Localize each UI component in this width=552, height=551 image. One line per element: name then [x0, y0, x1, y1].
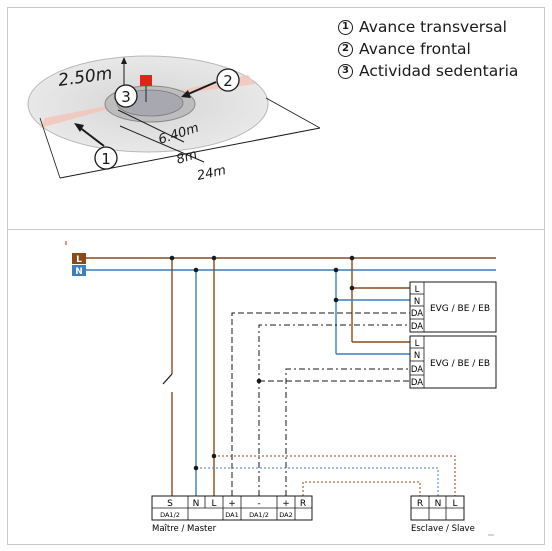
ballast-terminal-N: N: [414, 351, 420, 361]
dim-tick: [39, 117, 61, 179]
junction-dot: [256, 378, 262, 384]
legend-label: Avance frontal: [359, 40, 471, 58]
legend-item: 2 Avance frontal: [338, 38, 518, 60]
junction-dot: [193, 267, 199, 273]
dim-label-8m: 8m: [175, 147, 200, 168]
terminal-minus: -: [257, 499, 260, 509]
terminal-N: N: [435, 499, 442, 509]
junction-dot: [211, 453, 217, 459]
figure-frame: [7, 7, 545, 545]
slave-link-R: [302, 481, 421, 496]
bus-label-N-box: [72, 265, 86, 276]
terminal-L: L: [452, 499, 457, 509]
legend-item: 1 Avance transversal: [338, 16, 518, 38]
terminal-N: N: [193, 499, 200, 509]
terminal-R: R: [300, 499, 306, 509]
marker-2: [216, 68, 240, 92]
ballast-terminal-DA: DA: [411, 309, 423, 319]
legend-number: 2: [338, 41, 353, 57]
arrow-head-icon: [181, 90, 191, 98]
terminal-bottom-label: DA1: [225, 511, 238, 519]
detection-range-illustration: 2.50m 6.40m 8m 24m 1 2 3: [27, 55, 321, 184]
arrow-head-icon: [121, 57, 127, 64]
legend-number: 1: [338, 19, 353, 35]
terminal-plus: +: [228, 499, 236, 509]
ballast-terminal-DA: DA: [411, 378, 423, 388]
terminal-bottom-label: DA1/2: [249, 511, 269, 519]
junction-dot: [349, 255, 355, 261]
marker-1-label: 1: [101, 150, 111, 168]
bus-label-L: L: [76, 255, 82, 265]
bus-label-N: N: [75, 267, 83, 277]
marker-3: [114, 84, 138, 108]
junction-dot: [193, 465, 199, 471]
sensor-icon: [140, 75, 152, 86]
ballast-terminal-DA: DA: [411, 365, 423, 375]
switch-blade: [162, 373, 173, 385]
ballast-terminal-DA: DA: [411, 322, 423, 332]
ballast-terminal-L: L: [415, 285, 420, 295]
wire-da1: [231, 312, 410, 496]
slave-label: Esclave / Slave: [411, 524, 475, 534]
ballast-label: EVG / BE / EB: [430, 304, 490, 314]
master-label: Maître / Master: [152, 524, 217, 534]
marker-arrow-2: [185, 81, 217, 96]
legend: 1 Avance transversal 2 Avance frontal 3 Act…: [338, 16, 518, 82]
terminal-R: R: [417, 499, 423, 509]
legend-label: Actividad sedentaria: [359, 62, 519, 80]
slave-link-N: [196, 467, 439, 496]
slave-link-L: [214, 455, 456, 496]
dim-tick: [265, 97, 321, 129]
dim-label-24m: 24m: [196, 163, 228, 184]
slave-terminal-block: R N L Esclave / Slave: [410, 495, 475, 534]
dim-line-8m: [119, 125, 205, 163]
legend-number: 3: [338, 63, 353, 79]
marker-arrow-1: [78, 126, 105, 147]
terminal-S: S: [167, 499, 173, 509]
wire-da2: [285, 368, 410, 496]
legend-item: 3 Actividad sedentaria: [338, 60, 518, 82]
marker-2-label: 2: [223, 72, 233, 90]
ballast-1: L N DA DA EVG / BE / EB: [409, 281, 497, 333]
terminal-bottom-label: DA1/2: [160, 511, 180, 519]
ballast-terminal-L: L: [415, 339, 420, 349]
junction-dot: [211, 255, 217, 261]
dim-line-24m: [59, 127, 321, 179]
bus-label-L-box: [72, 253, 86, 264]
arrow-head-icon: [74, 123, 84, 132]
terminal-bottom-label: DA2: [279, 511, 292, 519]
legend-label: Avance transversal: [359, 18, 507, 36]
junction-dot: [333, 297, 339, 303]
junction-dot: [169, 255, 175, 261]
ballast-terminal-N: N: [414, 297, 420, 307]
marker-3-label: 3: [121, 88, 131, 106]
master-terminal-block: S N L + - + R DA1/2 DA1 DA1/2 DA2 Maître…: [151, 495, 313, 534]
wire-da1-2: [258, 324, 410, 496]
section-divider: [7, 229, 545, 230]
terminal-L: L: [211, 499, 216, 509]
junction-dots: [169, 255, 355, 471]
dim-line-640: [117, 109, 185, 143]
ballast-label: EVG / BE / EB: [430, 359, 490, 369]
junction-dot: [349, 285, 355, 291]
junction-dot: [333, 267, 339, 273]
marker-1: [94, 146, 118, 170]
ballast-2: L N DA DA EVG / BE / EB: [409, 335, 497, 389]
terminal-plus: +: [282, 499, 290, 509]
